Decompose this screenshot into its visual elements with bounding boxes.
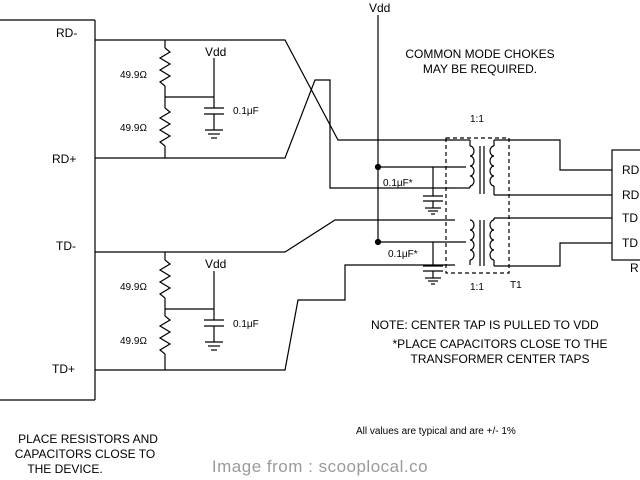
note-place-line3: THE DEVICE.	[27, 462, 102, 476]
label-r-rx-bottom: 49.9Ω	[120, 123, 147, 134]
device-block	[0, 19, 96, 401]
label-t1: T1	[510, 280, 522, 291]
pin-td-minus: TD-	[56, 239, 76, 253]
transformer-t1	[440, 137, 510, 274]
note-center-tap: NOTE: CENTER TAP IS PULLED TO VDD	[371, 318, 599, 332]
connector-pin-2: RD	[622, 188, 640, 202]
label-r-tx-top: 49.9Ω	[120, 282, 147, 293]
watermark: Image from : scooplocal.co	[212, 457, 428, 476]
label-c-ct-rx: 0.1μF*	[383, 178, 413, 189]
label-r-tx-bottom: 49.9Ω	[120, 336, 147, 347]
note-tolerance: All values are typical and are +/- 1%	[356, 426, 516, 437]
label-ratio-top: 1:1	[470, 114, 484, 125]
connector-pin-1: RD	[622, 163, 640, 177]
label-c-rx: 0.1μF	[233, 106, 259, 117]
connector-ref: R	[630, 261, 639, 275]
resistor-rx-top	[158, 47, 172, 87]
signal-wires	[268, 39, 455, 371]
note-caps-line1: *PLACE CAPACITORS CLOSE TO THE	[393, 337, 608, 351]
label-r-rx-top: 49.9Ω	[120, 70, 147, 81]
connector-pin-4: TD	[622, 236, 638, 250]
rx-termination	[95, 39, 268, 159]
label-vdd-tx: Vdd	[205, 257, 226, 271]
resistor-rx-bottom	[158, 107, 172, 147]
pin-rd-plus: RD+	[52, 152, 76, 166]
secondary-wires	[494, 139, 612, 267]
label-c-ct-tx: 0.1μF*	[388, 249, 418, 260]
center-tap-caps	[423, 167, 443, 285]
label-ratio-bottom: 1:1	[470, 282, 484, 293]
tx-termination	[95, 251, 268, 371]
label-vdd-top: Vdd	[369, 1, 390, 15]
connector-block	[611, 149, 640, 261]
vdd-rail	[374, 15, 440, 246]
resistor-tx-bottom	[158, 315, 172, 355]
label-c-tx: 0.1μF	[233, 319, 259, 330]
note-choke-line2: MAY BE REQUIRED.	[423, 62, 537, 76]
note-place-line2: CAPACITORS CLOSE TO	[15, 447, 155, 461]
label-vdd-rx: Vdd	[205, 45, 226, 59]
note-caps-line2: TRANSFORMER CENTER TAPS	[411, 352, 590, 366]
note-choke-line1: COMMON MODE CHOKES	[405, 47, 554, 61]
pin-td-plus: TD+	[52, 362, 75, 376]
pin-rd-minus: RD-	[56, 26, 77, 40]
note-place-line1: PLACE RESISTORS AND	[18, 432, 158, 446]
resistor-tx-top	[158, 259, 172, 299]
connector-pin-3: TD	[622, 211, 638, 225]
